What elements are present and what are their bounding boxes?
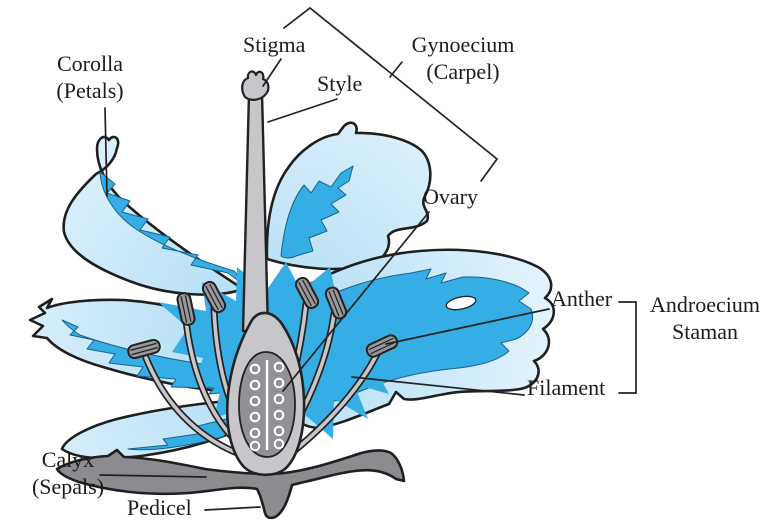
stigma-pointer-line — [262, 58, 282, 87]
label-corolla: Corolla (Petals) — [28, 50, 152, 104]
label-pedicel: Pedicel — [127, 495, 192, 520]
label-stigma: Stigma — [243, 32, 306, 57]
label-calyx-line2: (Sepals) — [31, 474, 105, 499]
label-gynoecium: Gynoecium (Carpel) — [398, 31, 528, 85]
calyx-shape — [55, 448, 406, 520]
label-corolla-line2: (Petals) — [56, 78, 124, 103]
calyx-pointer-line — [99, 474, 207, 478]
pistil-group — [226, 70, 306, 477]
style-pointer-line — [267, 98, 338, 123]
label-calyx: Calyx (Sepals) — [16, 446, 120, 500]
corolla-pointer-line — [104, 107, 108, 197]
label-gynoecium-line2: (Carpel) — [426, 59, 500, 84]
label-corolla-line1: Corolla — [57, 51, 123, 76]
label-anther: Anther — [551, 286, 613, 311]
label-calyx-line1: Calyx — [41, 447, 95, 472]
ovary-pointer-line — [282, 211, 430, 392]
ovules — [249, 360, 285, 452]
label-androecium-line1: Androecium — [650, 292, 760, 317]
label-androecium: Androecium Staman — [640, 291, 768, 345]
androecium-bracket — [618, 301, 637, 394]
petal-upper-left — [62, 135, 245, 296]
label-gynoecium-line1: Gynoecium — [411, 32, 515, 57]
pointer-lines-group — [99, 6, 637, 511]
filament-pointer-line — [351, 376, 525, 396]
label-filament: Filament — [527, 375, 606, 400]
streak-top — [280, 165, 354, 259]
style-shape — [241, 91, 270, 333]
label-androecium-line2: Staman — [672, 319, 738, 344]
gynoecium-bracket — [283, 6, 499, 182]
gynoecium-bracket-connector — [389, 61, 403, 78]
streak-upper-left — [99, 171, 241, 283]
label-style: Style — [317, 71, 363, 96]
petal-notch-hole — [445, 295, 477, 311]
label-ovary: Ovary — [423, 184, 478, 209]
petal-lower-left — [60, 397, 257, 460]
stigma-shape — [241, 70, 270, 101]
pedicel-pointer-line — [204, 506, 261, 511]
anther-pointer-line — [385, 308, 550, 345]
